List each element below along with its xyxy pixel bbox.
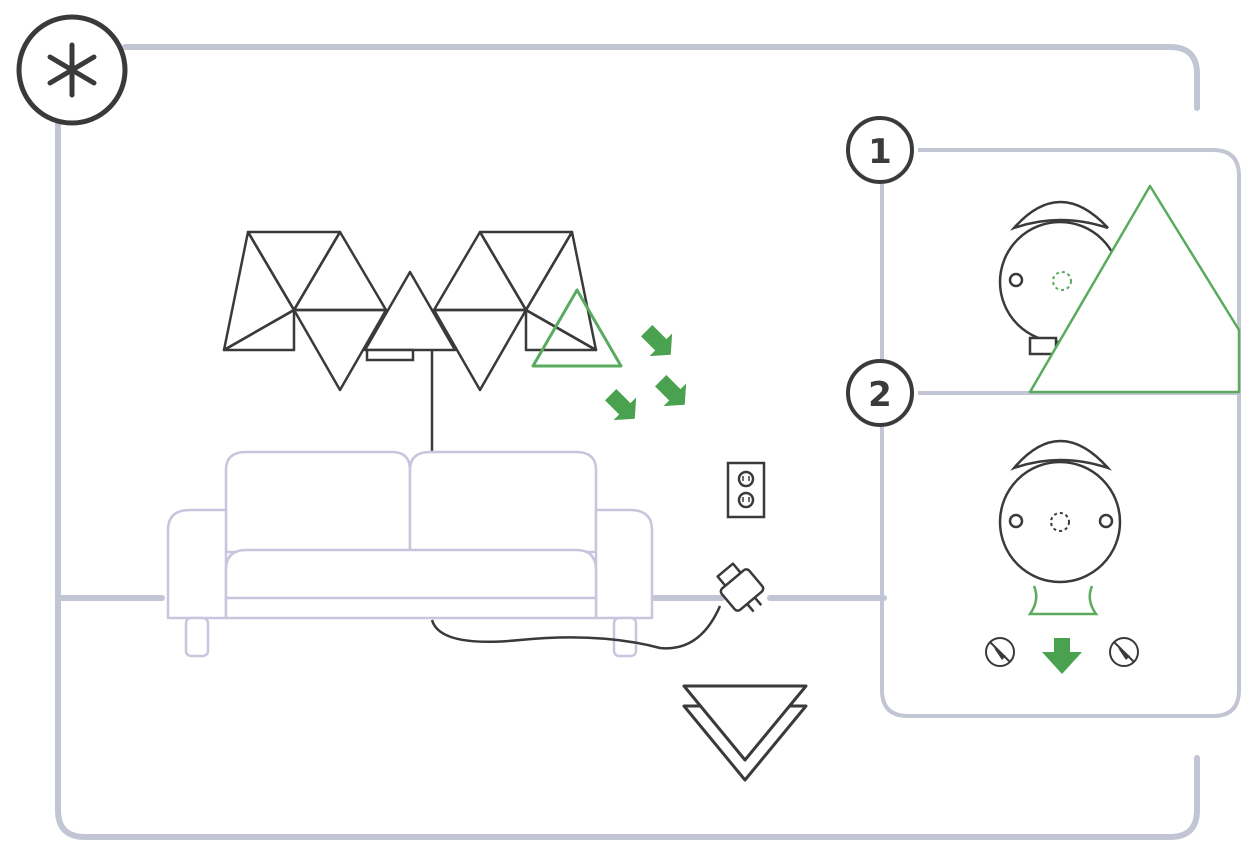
step-2-tab bbox=[1027, 585, 1099, 616]
controller-unit bbox=[365, 348, 434, 458]
power-plug-icon bbox=[716, 562, 765, 613]
down-arrow-icon bbox=[1042, 638, 1082, 674]
stacked-panels-icon bbox=[682, 684, 808, 782]
step-2-badge: 2 bbox=[846, 359, 914, 427]
step-2-label: 2 bbox=[868, 375, 892, 415]
outer-frame bbox=[55, 44, 1200, 840]
step-2-connector bbox=[998, 439, 1122, 584]
green-arrow-icon bbox=[605, 325, 687, 421]
sofa-illustration bbox=[166, 450, 654, 658]
new-panel-outline bbox=[531, 288, 623, 368]
wall-outlet-icon bbox=[726, 461, 766, 519]
no-screwdriver-icon bbox=[985, 637, 1015, 667]
step-1-badge: 1 bbox=[846, 116, 914, 184]
no-screwdriver-icon bbox=[1109, 637, 1139, 667]
step-1-panel-outline bbox=[1028, 184, 1241, 394]
step-1-label: 1 bbox=[868, 132, 892, 172]
power-cable bbox=[430, 605, 722, 650]
asterisk-icon bbox=[16, 14, 128, 126]
